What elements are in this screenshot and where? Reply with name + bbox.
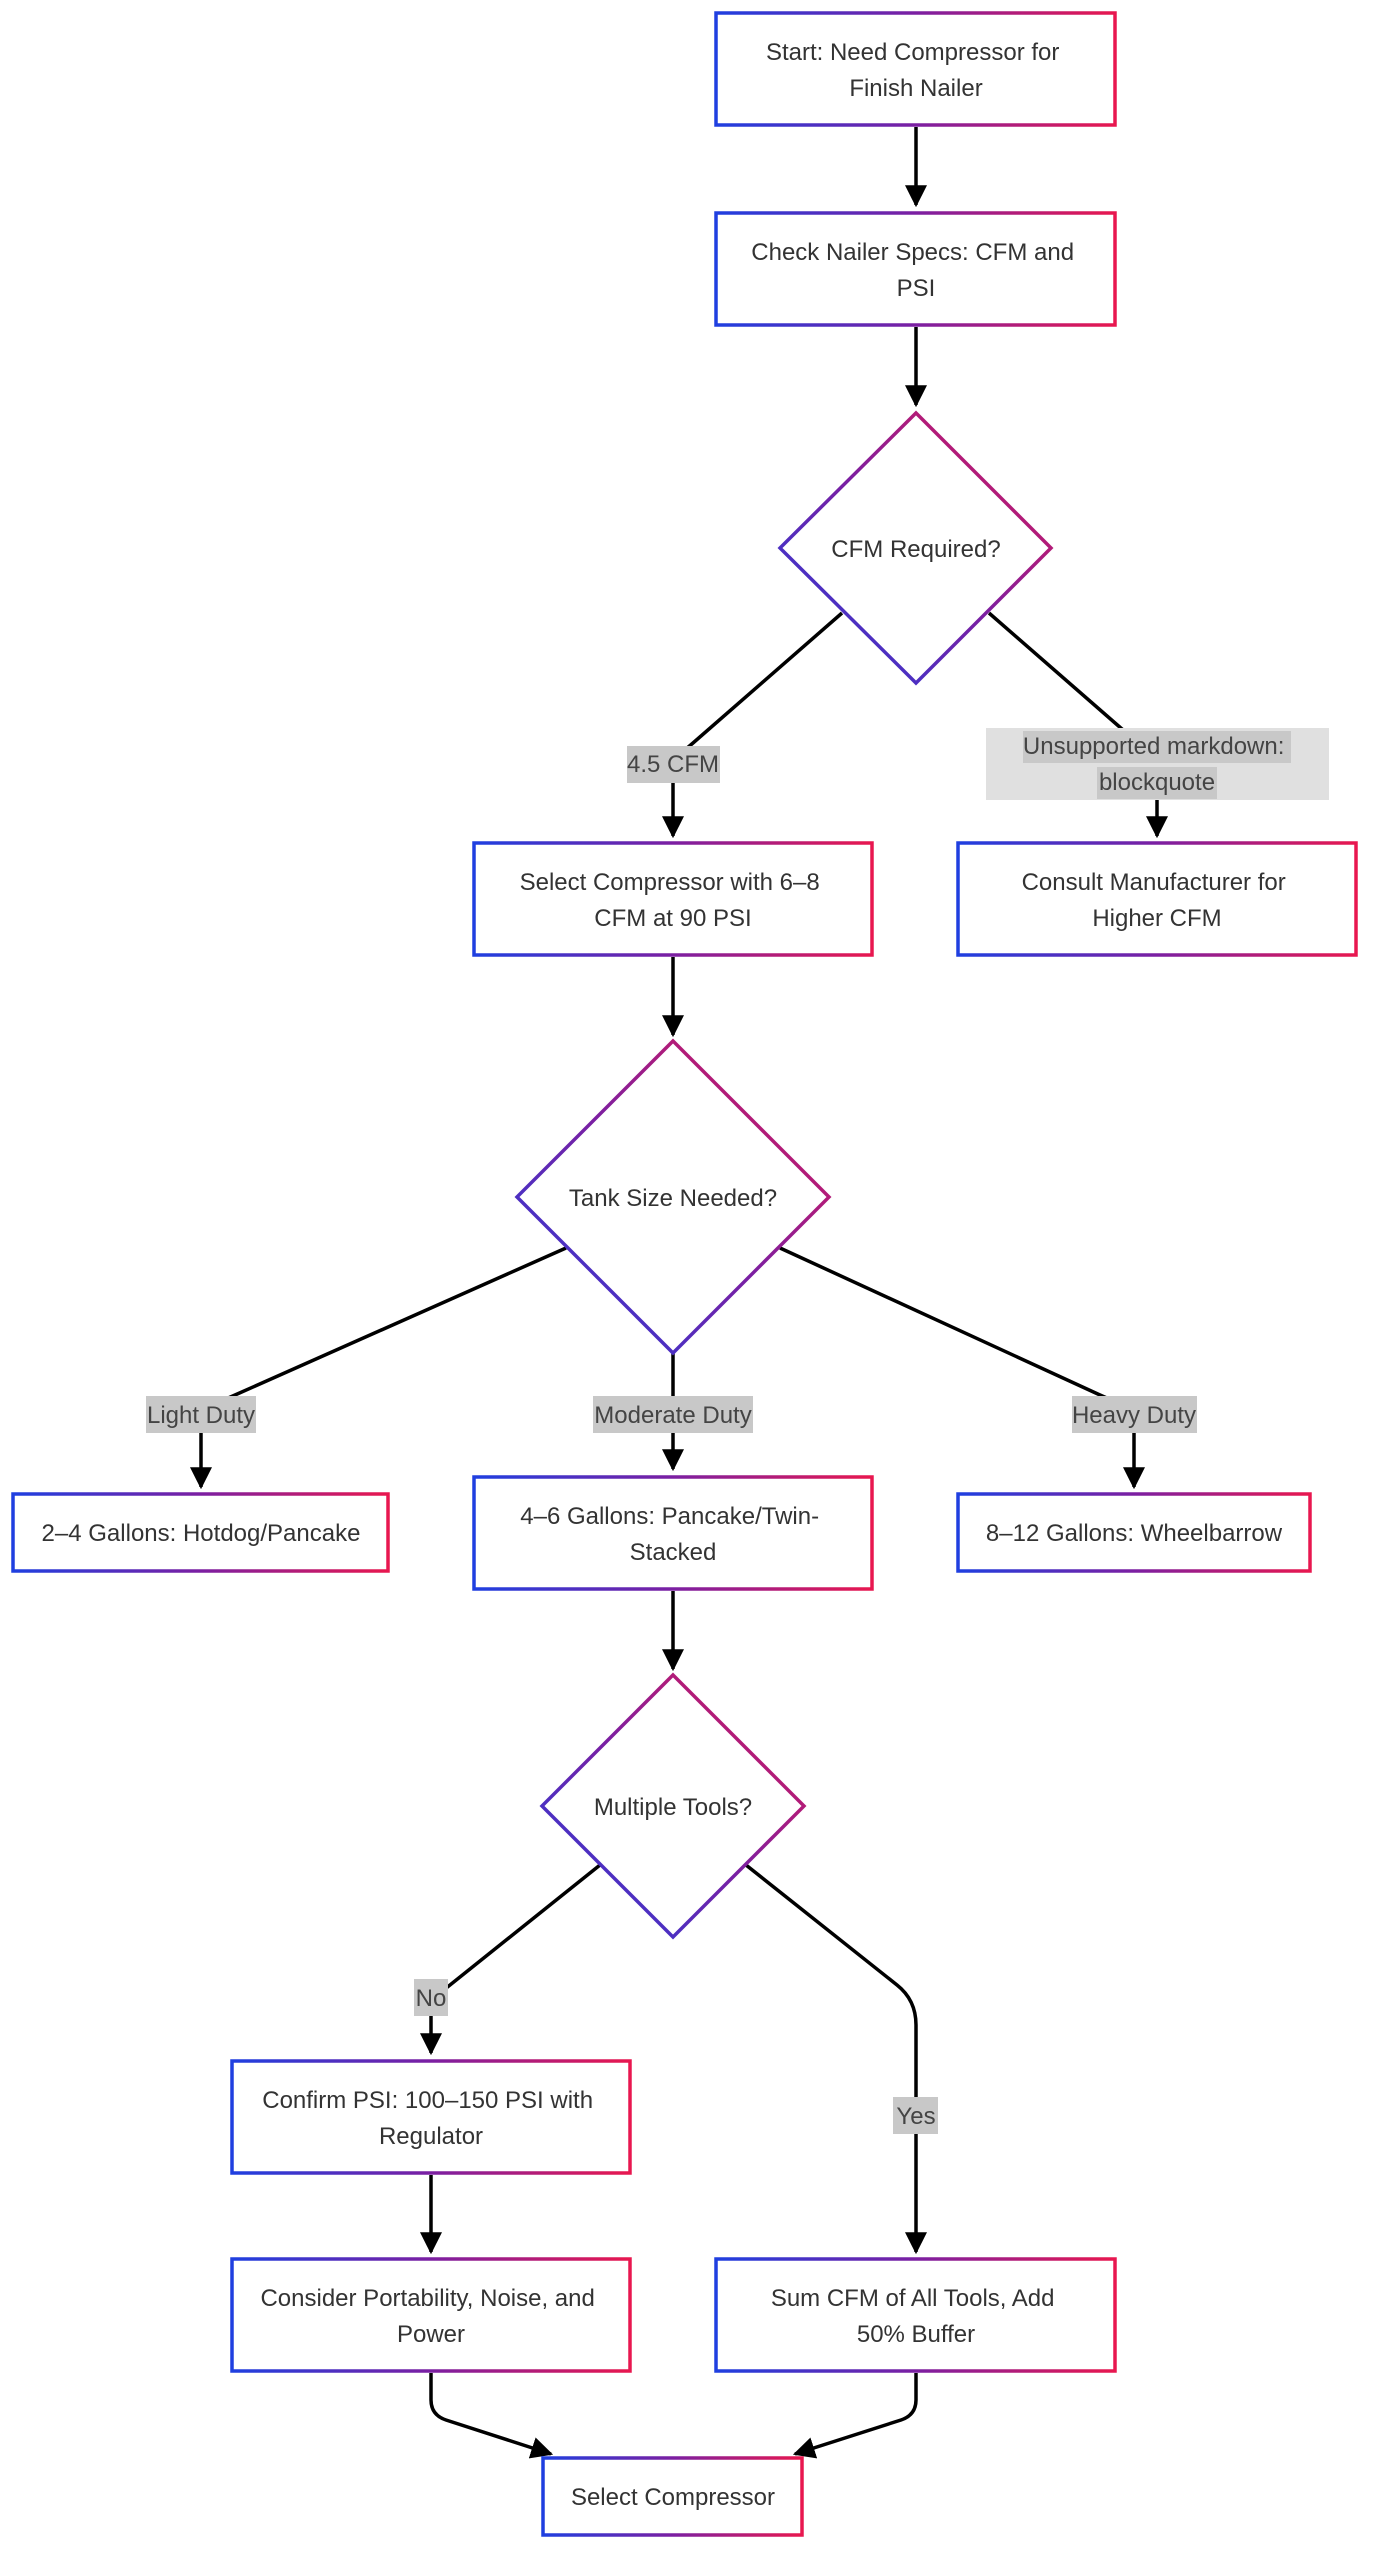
edge-label-unsupported-line-1: Unsupported markdown: — [1023, 733, 1284, 760]
edge-labels: 4.5 CFM Unsupported markdown: blockquote… — [146, 728, 1329, 2134]
node-start-line-1: Start: Need Compressor for — [766, 39, 1059, 66]
node-confirm-psi: Confirm PSI: 100–150 PSI with Regulator — [230, 2059, 632, 2175]
node-consult-line-1: Consult Manufacturer for — [1022, 869, 1286, 896]
node-select-compressor-text: Select Compressor — [571, 2484, 775, 2511]
node-gallons-4-6: 4–6 Gallons: Pancake/Twin- Stacked — [472, 1475, 874, 1591]
node-sum-cfm-line-1: Sum CFM of All Tools, Add — [771, 2285, 1055, 2312]
edge-label-heavy-duty-text: Heavy Duty — [1072, 1402, 1196, 1429]
node-gallons-2-4: 2–4 Gallons: Hotdog/Pancake — [11, 1492, 390, 1573]
svg-text:Yes: Yes — [896, 2103, 935, 2130]
svg-text:4–6 Gallons: Pancake/Twin-: 4–6 Gallons: Pancake/Twin- Stacked — [520, 1503, 826, 1566]
node-consider-portability: Consider Portability, Noise, and Power — [230, 2257, 632, 2373]
node-confirm-psi-line-2: Regulator — [379, 2123, 483, 2150]
node-sum-cfm: Sum CFM of All Tools, Add 50% Buffer — [714, 2257, 1117, 2373]
node-consult-manufacturer: Consult Manufacturer for Higher CFM — [956, 841, 1358, 957]
edge-label-no-text: No — [416, 1985, 447, 2012]
svg-text:Moderate Duty: Moderate Duty — [594, 1402, 751, 1429]
node-start: Start: Need Compressor for Finish Nailer — [714, 11, 1117, 127]
node-cfm-required-text: CFM Required? — [831, 536, 1000, 563]
svg-text:Sum CFM of All Tools, Add: Sum CFM of All Tools, Add 50% Buffer — [771, 2285, 1061, 2348]
edge-label-4-5-cfm-text: 4.5 CFM — [627, 751, 719, 778]
edge-label-light-duty-text: Light Duty — [147, 1402, 255, 1429]
node-consider-line-1: Consider Portability, Noise, and — [260, 2285, 594, 2312]
node-tank-size: Tank Size Needed? — [514, 1038, 832, 1356]
node-multiple-tools: Multiple Tools? — [539, 1672, 807, 1940]
node-confirm-psi-line-1: Confirm PSI: 100–150 PSI with — [262, 2087, 593, 2114]
edge-multiple-to-sum — [744, 1863, 927, 2255]
nodes: Start: Need Compressor for Finish Nailer… — [11, 11, 1358, 2537]
svg-text:Select Compressor: Select Compressor — [571, 2484, 775, 2511]
edge-label-unsupported-line-2: blockquote — [1099, 769, 1215, 796]
node-gallons-4-6-line-2: Stacked — [630, 1539, 717, 1566]
node-gallons-8-12-text: 8–12 Gallons: Wheelbarrow — [986, 1520, 1283, 1547]
node-consider-line-2: Power — [397, 2321, 465, 2348]
svg-text:2–4 Gallons: Hotdog/Pancake: 2–4 Gallons: Hotdog/Pancake — [42, 1520, 361, 1547]
node-gallons-8-12: 8–12 Gallons: Wheelbarrow — [956, 1492, 1312, 1573]
node-select-6-8-cfm: Select Compressor with 6–8 CFM at 90 PSI — [472, 841, 874, 957]
node-select-6-8-line-1: Select Compressor with 6–8 — [520, 869, 820, 896]
edge-cfm-to-consult — [987, 611, 1168, 839]
node-select-6-8-line-2: CFM at 90 PSI — [594, 905, 751, 932]
edge-label-moderate-duty: Moderate Duty — [593, 1396, 753, 1433]
edge-label-yes: Yes — [893, 2097, 938, 2134]
node-gallons-2-4-text: 2–4 Gallons: Hotdog/Pancake — [42, 1520, 361, 1547]
edge-label-no: No — [414, 1979, 448, 2016]
svg-text:4.5 CFM: 4.5 CFM — [627, 751, 719, 778]
node-check-specs-line-1: Check Nailer Specs: CFM and — [751, 239, 1074, 266]
node-gallons-4-6-line-1: 4–6 Gallons: Pancake/Twin- — [520, 1503, 819, 1530]
svg-text:Unsupported markdown:: Unsupported markdown: blockquote — [1023, 733, 1291, 796]
node-cfm-required: CFM Required? — [777, 410, 1054, 686]
edge-cfm-to-select — [662, 611, 844, 839]
edge-label-4-5-cfm: 4.5 CFM — [627, 746, 720, 783]
svg-text:Confirm PSI: 100–150 PSI with: Confirm PSI: 100–150 PSI with Regulator — [262, 2087, 600, 2150]
svg-text:Heavy Duty: Heavy Duty — [1072, 1402, 1196, 1429]
edge-tank-to-8-12 — [779, 1246, 1145, 1490]
svg-text:Select Compressor with 6–8: Select Compressor with 6–8 CFM at 90 PSI — [520, 869, 827, 932]
edge-label-moderate-duty-text: Moderate Duty — [594, 1402, 751, 1429]
edge-label-light-duty: Light Duty — [146, 1396, 256, 1433]
node-start-line-2: Finish Nailer — [849, 75, 982, 102]
svg-text:CFM Required?: CFM Required? — [831, 536, 1000, 563]
edge-sum-to-select — [792, 2373, 918, 2459]
edge-multiple-to-confirm — [420, 1863, 602, 2056]
svg-text:Consider Portability, Noise, a: Consider Portability, Noise, and Power — [260, 2285, 601, 2348]
node-sum-cfm-line-2: 50% Buffer — [857, 2321, 975, 2348]
edge-tank-to-2-4 — [190, 1246, 567, 1490]
svg-text:Start: Need Compressor for: Start: Need Compressor for Finish Nailer — [766, 39, 1066, 102]
svg-text:Check Nailer Specs: CFM and: Check Nailer Specs: CFM and PSI — [751, 239, 1080, 302]
svg-text:Consult Manufacturer for: Consult Manufacturer for Higher CFM — [1022, 869, 1293, 932]
node-check-specs-line-2: PSI — [897, 275, 936, 302]
svg-text:No: No — [416, 1985, 447, 2012]
edge-label-unsupported: Unsupported markdown: blockquote — [986, 728, 1329, 800]
node-select-compressor: Select Compressor — [541, 2456, 804, 2537]
edge-label-yes-text: Yes — [896, 2103, 935, 2130]
node-consult-line-2: Higher CFM — [1092, 905, 1221, 932]
node-multiple-tools-text: Multiple Tools? — [594, 1794, 752, 1821]
svg-text:Light Duty: Light Duty — [147, 1402, 255, 1429]
node-check-specs: Check Nailer Specs: CFM and PSI — [714, 211, 1117, 327]
node-tank-size-text: Tank Size Needed? — [569, 1185, 777, 1212]
edge-label-heavy-duty: Heavy Duty — [1072, 1396, 1197, 1433]
svg-text:8–12 Gallons: Wheelbarrow: 8–12 Gallons: Wheelbarrow — [986, 1520, 1283, 1547]
svg-text:Tank Size Needed?: Tank Size Needed? — [569, 1185, 777, 1212]
svg-text:Multiple Tools?: Multiple Tools? — [594, 1794, 752, 1821]
edge-consider-to-select — [429, 2373, 554, 2459]
